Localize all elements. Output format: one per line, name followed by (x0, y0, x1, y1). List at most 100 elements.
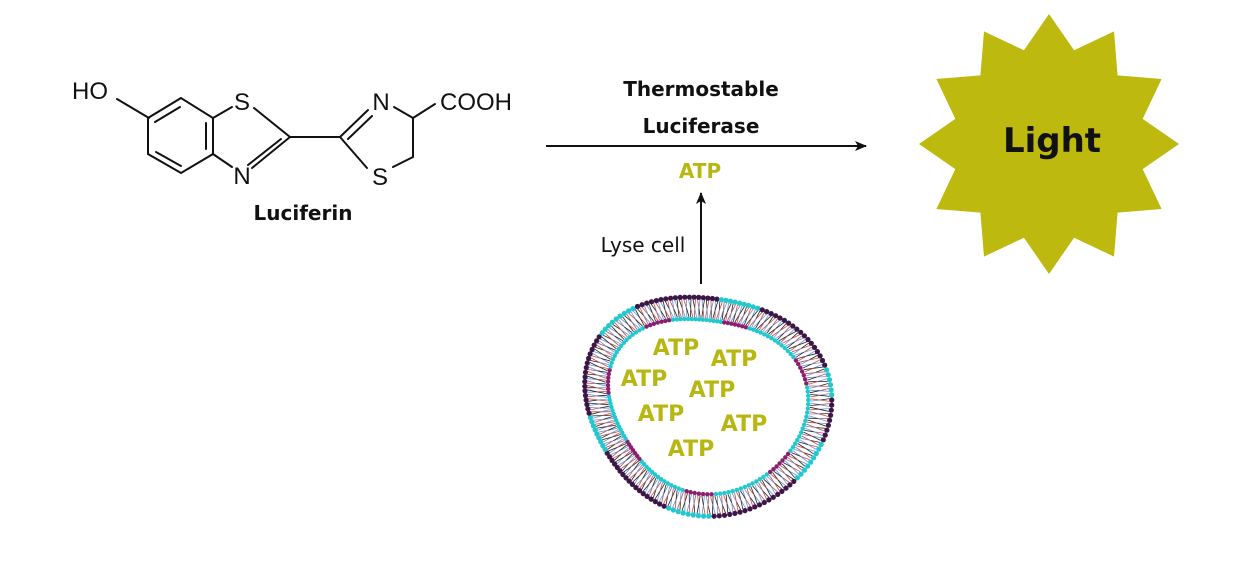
lipid-tail (816, 422, 827, 424)
lipid-tail (794, 448, 804, 453)
lipid-head (824, 427, 830, 433)
lipid-tail (816, 373, 826, 378)
lipid-tail (796, 445, 806, 449)
lipid-head (737, 300, 743, 306)
lipid-tail (786, 459, 796, 465)
lipid-head (629, 481, 636, 487)
lipid-tail (810, 399, 821, 402)
lipid-tail (593, 419, 604, 421)
lipid-head (794, 326, 800, 332)
lipid-tail (665, 495, 669, 505)
lipid-head (808, 459, 814, 465)
lipid-tail (780, 465, 789, 471)
lipid-tail (722, 302, 728, 312)
lipid-tail (681, 501, 686, 511)
lipid-tail (739, 305, 743, 315)
lipid-tail (787, 328, 795, 337)
lipid-tail (759, 481, 767, 489)
lipid-head (718, 297, 725, 303)
lipid-tail (819, 388, 830, 392)
lipid-tail (701, 496, 704, 506)
lipid-head (663, 296, 669, 302)
lipid-tail (635, 319, 643, 327)
lipid-tail (601, 336, 610, 344)
lipid-tail (811, 359, 821, 365)
atp-molecule: ATP (721, 412, 767, 437)
lipid-head (582, 379, 588, 385)
lipid-tail (818, 383, 829, 387)
lipid-head (630, 332, 635, 337)
lipid-tail (783, 326, 791, 334)
lipid-head (798, 430, 804, 435)
lipid-head (755, 305, 761, 311)
lipid-tail (762, 490, 770, 498)
lipid-tail (726, 302, 730, 312)
lipid-head (790, 445, 796, 450)
lipid-tail (788, 470, 796, 478)
lipid-head (607, 368, 612, 373)
lipid-head (738, 486, 743, 491)
lipid-tail (694, 299, 696, 309)
lipid-tail (783, 462, 792, 468)
lipid-tail (590, 360, 600, 363)
lipid-tail (779, 323, 787, 331)
lipid-tail (797, 459, 807, 465)
lipid-tail (819, 408, 830, 412)
lipid-tail (726, 303, 732, 312)
lipid-head (714, 296, 720, 302)
lipid-tail (688, 299, 692, 309)
lipid-tail (602, 353, 612, 358)
lipid-tail (735, 501, 742, 510)
lipid-tail (664, 309, 670, 319)
bond-c2-n1-double (247, 138, 282, 166)
lipid-tail (777, 479, 784, 488)
luciferin-structure: HO S N N S COOH Luciferin (72, 78, 512, 225)
lipid-tail (755, 310, 761, 320)
lipid-head (796, 361, 801, 367)
lipid-head (682, 294, 688, 300)
lipid-tail (810, 394, 820, 398)
lipid-head (825, 372, 831, 378)
lipid-tail (622, 463, 629, 471)
lipid-tail (612, 453, 622, 459)
bond-c-s1 (212, 106, 233, 119)
lipid-tail (601, 412, 612, 416)
lipid-head (801, 422, 807, 427)
lipid-head (651, 321, 657, 326)
lipid-tail (777, 479, 786, 487)
lipid-head (785, 348, 790, 354)
lipid-head (780, 458, 785, 463)
lipid-head (582, 392, 589, 399)
lipid-tail (587, 384, 597, 389)
lipid-tail (718, 310, 720, 320)
lipid-head (686, 294, 693, 300)
lipid-tail (655, 302, 662, 311)
lipid-head (684, 489, 689, 494)
lipid-tail (718, 301, 723, 311)
lipid-head (705, 295, 711, 301)
lipid-head (672, 484, 678, 490)
lipid-tail (804, 367, 814, 373)
lipid-tail (635, 478, 643, 486)
lipid-head (655, 320, 660, 325)
lipid-tail (758, 492, 763, 502)
lipid-head (709, 492, 714, 497)
lipid-head (624, 337, 629, 343)
lipid-tail (775, 320, 783, 329)
lipid-head (608, 364, 613, 369)
lipid-head (770, 494, 776, 500)
lipid-head (640, 491, 646, 497)
lipid-tail (722, 302, 725, 312)
lipid-head (759, 307, 765, 313)
lipid-tail (770, 473, 779, 481)
lipid-head (584, 360, 590, 366)
lipid-tail (660, 301, 666, 311)
lipid-head (686, 316, 691, 322)
lipid-tail (698, 504, 701, 514)
lipid-head (746, 302, 752, 308)
lipid-tail (598, 429, 609, 433)
lipid-tail (605, 331, 615, 337)
lipid-tail (667, 497, 673, 507)
lipid-head (751, 327, 756, 332)
lipid-tail (611, 339, 621, 345)
